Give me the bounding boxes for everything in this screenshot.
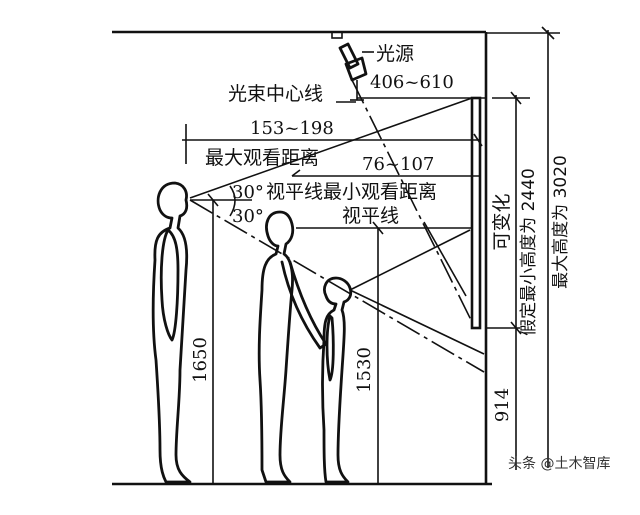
min-distance-label: 视平线最小观看距离 <box>266 181 437 203</box>
child-figure <box>321 276 353 484</box>
variable-label: 可变化 <box>491 193 513 250</box>
child-eye-height-value: 1530 <box>354 347 375 393</box>
max-distance-value: 153~198 <box>250 118 334 139</box>
max-distance-label: 最大观看距离 <box>205 147 319 169</box>
angle-upper: 30° <box>232 182 264 203</box>
assumed-min-height-label: 假定最小高度为 2440 <box>519 168 539 336</box>
angle-arc <box>229 185 236 217</box>
max-distance-tick-right <box>473 133 483 147</box>
adult-lower-sight-line <box>189 199 485 373</box>
max-height-top-tick <box>541 26 555 40</box>
beam-center-line-label: 光束中心线 <box>228 83 323 105</box>
adult-man-figure <box>151 181 192 484</box>
adult-upper-sight-line <box>189 97 473 199</box>
adult-eye-height-value: 1650 <box>190 337 211 383</box>
light-offset-value: 406~610 <box>370 72 454 93</box>
watermark: 头条 @土木智库 <box>508 455 610 472</box>
child-lower-sight-line <box>349 289 485 355</box>
angle-lower: 30° <box>232 206 264 227</box>
light-source-icon <box>331 31 368 82</box>
adult-woman-figure <box>257 210 328 484</box>
display-panel <box>470 96 482 330</box>
eye-level-leader <box>423 221 467 297</box>
child-height-tick <box>372 221 384 235</box>
min-distance-arrow <box>291 169 301 177</box>
child-upper-sight-line <box>349 229 471 291</box>
max-height-label: 最大高度为 3020 <box>551 155 571 289</box>
eye-level-label: 视平线 <box>342 205 399 227</box>
light-source-label: 光源 <box>376 43 414 65</box>
display-bottom-height-value: 914 <box>492 388 513 422</box>
beam-center-line <box>351 79 473 323</box>
variable-top-tick <box>510 91 522 105</box>
adult-height-tick <box>207 193 219 207</box>
display-bottom-tick <box>510 321 522 335</box>
min-distance-value: 76~107 <box>362 154 434 175</box>
